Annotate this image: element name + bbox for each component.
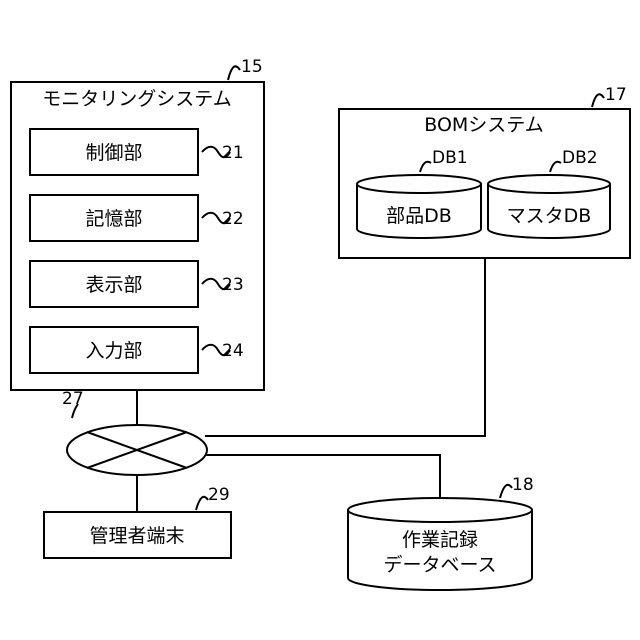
bom-system-title: BOMシステム — [424, 114, 543, 136]
network-hub: 27 — [62, 389, 207, 475]
storage-unit-label: 記憶部 — [85, 208, 142, 230]
control-unit-label: 制御部 — [85, 142, 142, 164]
monitoring-system: モニタリングシステム 15 制御部 21 記憶部 22 表示部 23 入力部 2… — [11, 57, 264, 390]
master-db-ref: DB2 — [562, 148, 598, 168]
master-db-cylinder: マスタDB — [488, 175, 610, 238]
bom-system: BOMシステム 17 部品DB DB1 マスタDB DB2 — [339, 85, 630, 258]
display-unit-label: 表示部 — [85, 274, 142, 296]
monitoring-ref-leader — [228, 66, 240, 80]
admin-terminal-ref-leader — [196, 497, 208, 510]
bom-ref-leader — [592, 94, 604, 107]
storage-unit-ref: 22 — [222, 209, 244, 229]
control-unit-ref: 21 — [222, 143, 244, 163]
parts-db-cylinder: 部品DB — [357, 175, 481, 238]
parts-db-ref: DB1 — [432, 148, 468, 168]
input-unit-ref: 24 — [222, 341, 244, 361]
parts-db-top — [357, 175, 481, 193]
input-unit-label: 入力部 — [85, 340, 142, 362]
display-unit-ref: 23 — [222, 275, 244, 295]
hub-ref: 27 — [62, 389, 84, 409]
monitoring-system-title: モニタリングシステム — [42, 88, 231, 110]
monitoring-ref: 15 — [241, 57, 263, 77]
link-hub-workdb — [205, 455, 440, 502]
work-record-db-line2: データベース — [383, 554, 496, 576]
admin-terminal-label: 管理者端末 — [89, 525, 184, 547]
work-record-db-ref: 18 — [512, 475, 534, 495]
work-record-db-line1: 作業記録 — [402, 529, 478, 551]
work-record-db-top — [348, 498, 532, 522]
master-db-top — [488, 175, 610, 193]
work-record-db-ref-leader — [500, 485, 512, 498]
parts-db-label: 部品DB — [386, 205, 452, 227]
admin-terminal-ref: 29 — [208, 485, 230, 505]
bom-ref: 17 — [605, 85, 627, 105]
master-db-label: マスタDB — [507, 205, 592, 227]
